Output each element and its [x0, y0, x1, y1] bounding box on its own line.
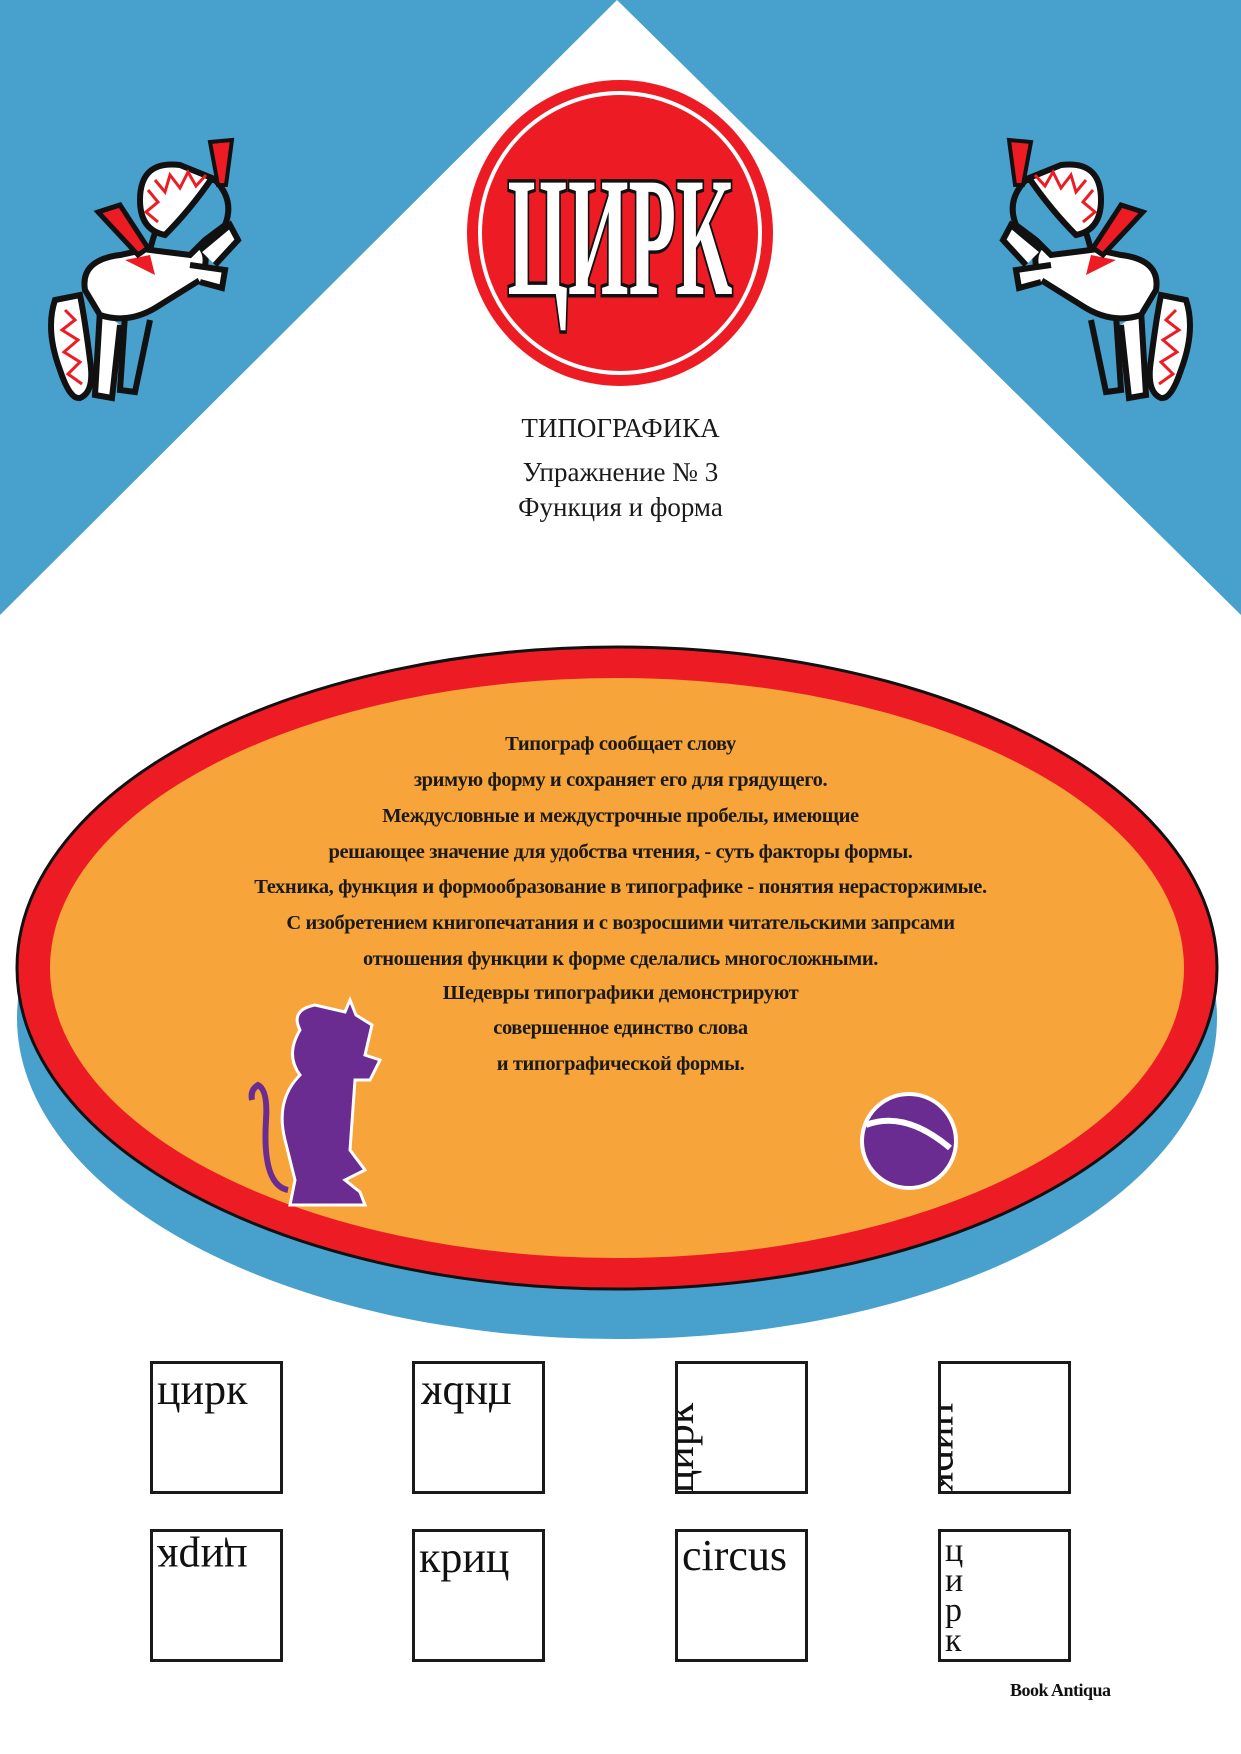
- word-box-letter: и: [945, 1562, 964, 1599]
- word-box-text: цирк: [421, 1365, 512, 1414]
- word-box-mirrored: цирк: [412, 1361, 545, 1494]
- oval-text-line: С изобретением книгопечатания и с возрос…: [286, 912, 955, 934]
- word-box-normal: цирк: [150, 1361, 283, 1494]
- header-exercise: Упражнение № 3: [522, 457, 719, 487]
- blue-corner-left: [0, 0, 617, 615]
- word-box-letter: р: [945, 1592, 962, 1629]
- word-box-text: цирк: [938, 1402, 972, 1494]
- font-credit: Book Antiqua: [1010, 1680, 1111, 1700]
- oval-text-line: зримую форму и сохраняет его для грядуще…: [413, 769, 828, 791]
- word-box-stacked: ц и р к: [938, 1529, 1071, 1662]
- oval-text-line: Междусловные и междустрочные пробелы, им…: [382, 805, 859, 827]
- word-box-rotated-right: цирк: [938, 1361, 1071, 1494]
- header-title: ТИПОГРАФИКА: [521, 413, 720, 443]
- word-box-text: цирк: [675, 1402, 704, 1494]
- oval-text-line: Техника, функция и формообразование в ти…: [254, 876, 987, 898]
- oval-text-line: совершенное единство слова: [493, 1017, 748, 1039]
- word-box-text: цирк: [157, 1536, 248, 1585]
- word-box-anagram: криц: [412, 1529, 545, 1662]
- logo-text: ЦИРК: [508, 143, 733, 331]
- logo-badge: ЦИРК: [467, 80, 773, 386]
- oval-text-line: Шедевры типографики демонстрируют: [442, 982, 799, 1004]
- word-box-rotated-left: цирк: [675, 1361, 808, 1494]
- word-box-latin: circus: [675, 1529, 808, 1662]
- lion-icon: [248, 996, 383, 1207]
- ball-icon: [860, 1092, 958, 1190]
- oval-text-line: отношения функции к форме сделались мног…: [363, 948, 878, 970]
- header-subtitle: Функция и форма: [518, 492, 723, 522]
- word-box-letter: ц: [945, 1532, 964, 1569]
- oval-text-line: и типографической формы.: [496, 1053, 745, 1075]
- word-box-upside-down: цирк: [150, 1529, 283, 1662]
- oval-text-line: решающее значение для удобства чтения, -…: [328, 841, 913, 863]
- word-box-text: цирк: [157, 1365, 248, 1414]
- word-box-text: circus: [682, 1531, 788, 1580]
- blue-corner-right: [617, 0, 1241, 615]
- word-box-text: криц: [419, 1533, 510, 1582]
- oval-text-line: Типограф сообщает слову: [505, 733, 736, 755]
- word-box-letter: к: [945, 1622, 962, 1659]
